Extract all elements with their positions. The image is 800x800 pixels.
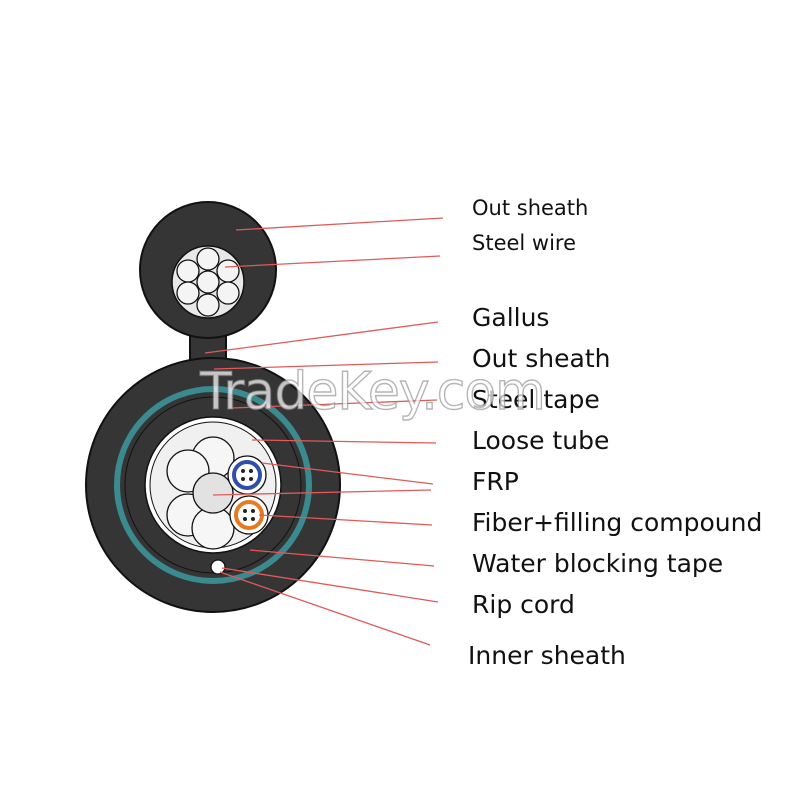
frp-rod — [192, 472, 234, 514]
label-out-sheath-top: Out sheath — [472, 196, 589, 220]
leader-line — [213, 361, 439, 370]
steel-wire-strand — [216, 259, 240, 283]
leader-line — [204, 321, 439, 354]
label-gallus: Gallus — [472, 303, 550, 332]
leader-line — [261, 462, 434, 485]
label-steel-wire: Steel wire — [472, 231, 577, 255]
rip-cord-element — [210, 559, 226, 575]
label-frp: FRP — [472, 467, 519, 496]
leader-line — [212, 489, 432, 496]
label-inner-sheath: Inner sheath — [468, 641, 626, 670]
steel-tape-ring — [114, 386, 312, 584]
fiber-dot — [249, 469, 253, 473]
leader-line — [249, 549, 435, 567]
steel-wire-strand — [216, 281, 240, 305]
steel-wire-strand — [196, 293, 220, 317]
fiber-dot — [241, 477, 245, 481]
watermark-logo: TradeKey.com — [199, 362, 546, 422]
leader-line — [221, 567, 439, 603]
label-steel-tape: Steel tape — [472, 385, 600, 414]
fiber-dot — [243, 517, 247, 521]
label-fiber-filling: Fiber+filling compound — [472, 508, 763, 537]
leader-line — [235, 217, 444, 231]
fiber-dot — [249, 477, 253, 481]
leader-line — [224, 255, 441, 268]
label-water-blocking: Water blocking tape — [472, 549, 724, 578]
loose-tube-blue — [232, 460, 262, 490]
leader-line — [231, 399, 438, 409]
fiber-dot — [243, 509, 247, 513]
label-out-sheath: Out sheath — [472, 344, 611, 373]
steel-wire-strand — [196, 247, 220, 271]
fiber-dot — [251, 517, 255, 521]
leader-line — [251, 439, 437, 444]
steel-wire-strand — [196, 270, 220, 294]
leader-lines — [204, 217, 444, 646]
label-rip-cord: Rip cord — [472, 590, 575, 619]
leader-line — [258, 514, 433, 526]
leader-line — [219, 571, 431, 646]
fiber-dot — [251, 509, 255, 513]
fiber-dot — [241, 469, 245, 473]
steel-wire-strand — [176, 281, 200, 305]
cable-art — [85, 201, 341, 613]
label-loose-tube: Loose tube — [472, 426, 610, 455]
steel-wire-strand — [176, 259, 200, 283]
loose-tube-orange — [234, 500, 264, 530]
